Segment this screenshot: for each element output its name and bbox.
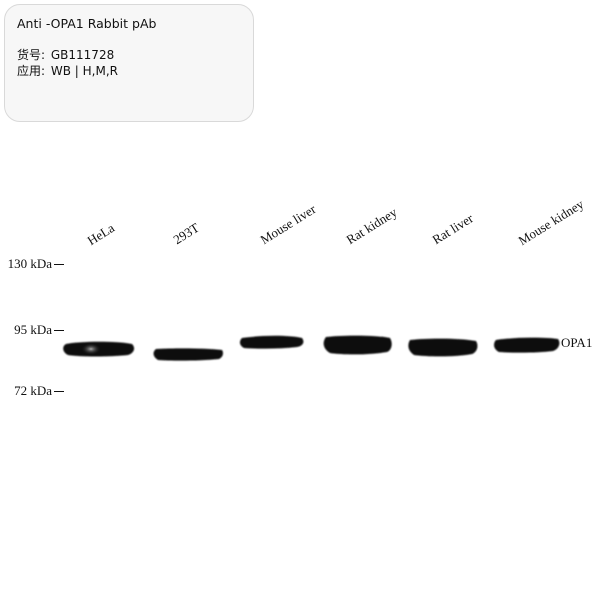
catalog-key: 货号: — [17, 48, 46, 62]
marker-label: 130 kDa — [7, 256, 52, 271]
band-hela-gap — [81, 343, 101, 355]
band-rat-liver — [408, 338, 478, 357]
band-label-opa1: OPA1 — [561, 335, 593, 350]
application-row: 应用: WB | H,M,R — [17, 63, 241, 79]
catalog-row: 货号: GB111728 — [17, 47, 241, 63]
antibody-title: Anti -OPA1 Rabbit pAb — [17, 16, 157, 31]
product-info-card: Anti -OPA1 Rabbit pAb 货号: GB111728 应用: W… — [4, 4, 254, 122]
application-key: 应用: — [17, 64, 46, 78]
marker-label: 72 kDa — [14, 383, 52, 398]
marker-tick — [54, 264, 64, 265]
catalog-number: GB111728 — [50, 48, 115, 62]
application-value: WB | H,M,R — [50, 64, 118, 78]
marker-label: 95 kDa — [14, 322, 52, 337]
marker-tick — [54, 391, 64, 392]
band-293t — [153, 348, 223, 361]
band-mouse-liver — [239, 335, 304, 349]
band-mouse-kidney — [494, 337, 560, 353]
marker-tick — [54, 330, 64, 331]
band-rat-kidney — [323, 335, 392, 355]
